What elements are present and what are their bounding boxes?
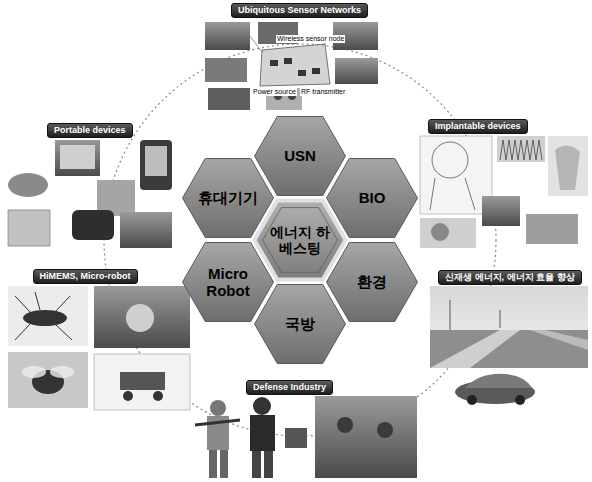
usn-pictures (205, 22, 378, 110)
dotted-ring (104, 44, 496, 436)
heading-text: Portable devices (54, 125, 126, 136)
microrobot-pictures (8, 286, 190, 410)
part-label: RF transmitter (300, 88, 346, 96)
heading-text: Implantable devices (435, 121, 521, 132)
panel-heading: 신재생 에너지, 에너지 효율 향상 (438, 270, 582, 285)
heading-text: HiMEMS, Micro-robot (40, 271, 131, 282)
panel-heading: Portable devices (47, 123, 133, 138)
cell-label: BIO (359, 189, 386, 206)
panel-heading: Ubiquitous Sensor Networks (231, 3, 368, 18)
road-picture (430, 286, 588, 405)
part-label: Power source (252, 88, 297, 96)
cell-label: 휴대기기 (198, 189, 258, 206)
portable-pictures (8, 140, 172, 248)
heading-text: Defense Industry (253, 382, 326, 393)
cell-label: Micro Robot (195, 265, 261, 300)
heading-text: Ubiquitous Sensor Networks (238, 5, 361, 16)
cell-label: 에너지 하베스팅 (269, 224, 331, 256)
hexagon-cell: 국방 (252, 282, 348, 366)
panel-heading: Implantable devices (428, 119, 528, 134)
defense-pictures (195, 396, 417, 478)
part-label: Wireless sensor node (276, 35, 345, 43)
panel-heading: HiMEMS, Micro-robot (33, 269, 138, 284)
cell-label: USN (284, 147, 316, 164)
heading-text: 신재생 에너지, 에너지 효율 향상 (445, 272, 575, 283)
cell-label: 환경 (357, 273, 387, 290)
cell-label: 국방 (285, 315, 315, 332)
implant-pictures (420, 136, 588, 248)
panel-heading: Defense Industry (246, 380, 333, 395)
